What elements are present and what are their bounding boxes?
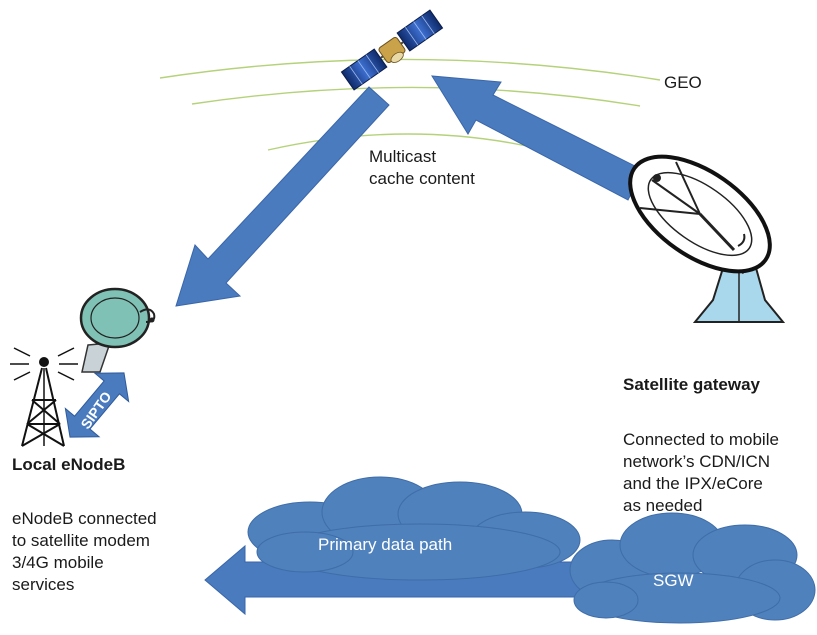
primary-data-path-label: Primary data path [318,535,453,554]
orbit-arc-outer [159,58,661,81]
sgw-label: SGW [653,571,694,590]
satellite-dish-icon [628,154,786,323]
orbit-arcs [159,58,661,151]
multicast-label: Multicast cache content [369,147,475,188]
geo-label: GEO [664,73,702,92]
uplink-arrow [431,75,644,201]
satellite-modem-icon [79,287,156,373]
satellite-gateway-description: Connected to mobile network’s CDN/ICN an… [623,430,779,515]
local-enodeb-title: Local eNodeB [12,455,126,474]
local-enodeb-description: eNodeB connected to satellite modem 3/4G… [12,509,157,594]
orbit-arc-inner [267,133,546,151]
cloud-sgw [569,512,816,624]
satellite-icon [340,9,444,91]
cloud-primary [247,476,581,581]
cell-tower-icon [10,347,78,447]
satellite-gateway-title: Satellite gateway [623,375,761,394]
sipto-arrow [64,372,130,438]
downlink-arrow [175,86,390,307]
orbit-arc-middle [191,86,641,107]
